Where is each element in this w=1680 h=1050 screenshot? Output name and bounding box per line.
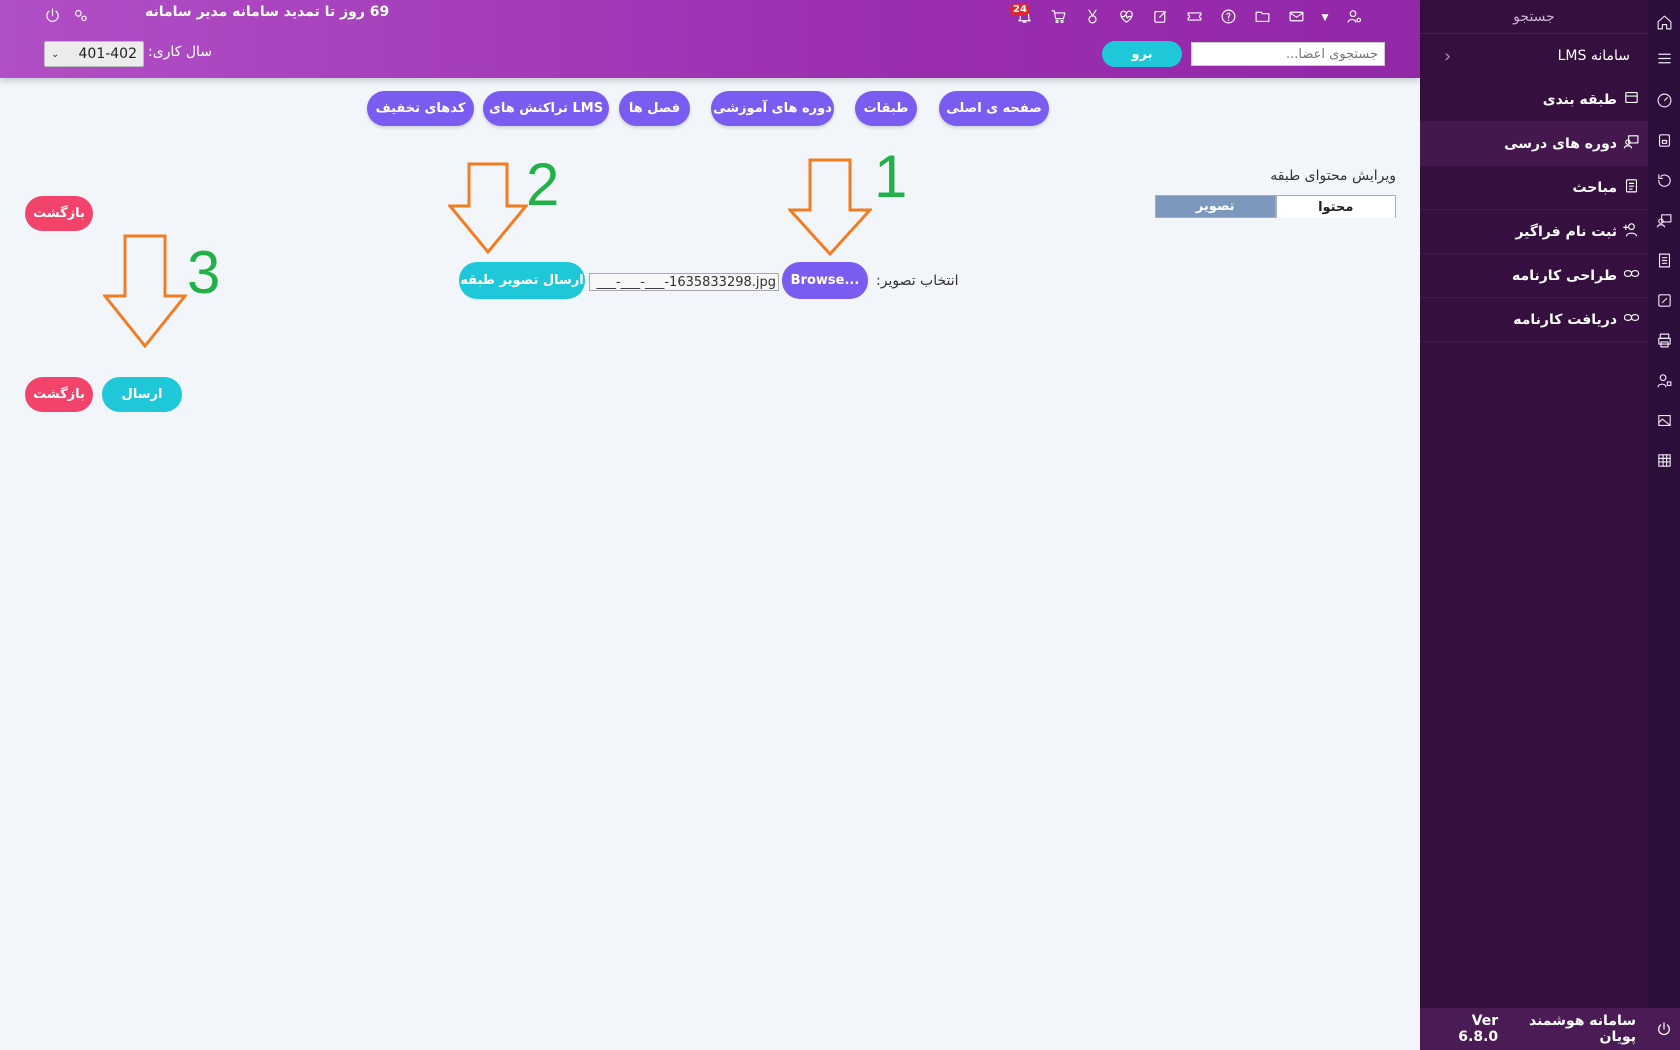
sidebar-item-label: دوره های درسی [1504,135,1617,152]
back-button-top[interactable]: بازگشت [25,196,93,231]
home-icon[interactable] [1654,12,1674,32]
sidebar-item-topics[interactable]: مباحث [1420,166,1648,210]
link-icon [1623,309,1640,330]
year-label: سال کاری: [148,44,212,60]
selected-file-name: ___-___-___-1635833298.jpg [589,273,779,291]
submit-button[interactable]: ارسال [102,377,182,412]
annotation-arrow-2 [448,162,528,254]
annotation-arrow-1 [788,158,872,256]
teacher-icon [1623,133,1640,154]
tab-image[interactable]: تصویر [1155,195,1276,218]
sidebar-item-label: دریافت کارنامه [1513,311,1617,328]
medal-icon[interactable] [1082,6,1102,26]
renewal-notice: 69 روز تا تمدید سامانه مدیر سامانه [145,4,390,20]
sidebar-title: سامانه LMS [1557,48,1630,64]
icon-rail [1648,0,1680,1050]
go-button[interactable]: برو [1102,41,1182,67]
header-icon-bar: 24 ▼ [1010,3,1364,26]
sidebar-item-report-receive[interactable]: دریافت کارنامه [1420,298,1648,342]
sidebar-footer: سامانه هوشمند پویان Ver 6.8.0 [1420,1008,1648,1050]
nav-courses-button[interactable]: دوره های آموزشی [711,91,834,126]
browse-button[interactable]: Browse... [782,262,868,299]
save-icon[interactable] [1654,130,1674,150]
mail-icon[interactable] [1286,6,1306,26]
nav-floors-button[interactable]: طبقات [855,91,917,126]
user-lock-icon[interactable] [1654,370,1674,390]
footer-version: Ver 6.8.0 [1458,1013,1499,1045]
folder-icon[interactable] [1252,6,1272,26]
power-icon[interactable] [44,7,61,28]
page-title: ویرایش محتوای طبقه [1270,168,1396,184]
box-icon [1623,89,1640,110]
sidebar-item-label: مباحث [1572,179,1617,196]
cart-icon[interactable] [1048,6,1068,26]
user-plus-icon [1623,221,1640,242]
nav-chapters-button[interactable]: فصل ها [619,91,690,126]
sidebar: جستجو سامانه LMS ‹ طبقه بندی دوره های در… [1420,0,1648,1050]
file-select-label: انتخاب تصویر: [876,273,959,289]
ticket-icon[interactable] [1184,6,1204,26]
bell-icon[interactable]: 24 [1010,3,1034,26]
image-icon[interactable] [1654,410,1674,430]
help-icon[interactable] [1218,6,1238,26]
clipboard-icon [1623,177,1640,198]
footer-app-name: سامانه هوشمند پویان [1528,1013,1636,1045]
tab-content[interactable]: محتوا [1275,195,1396,218]
chevron-down-icon[interactable]: ▼ [1321,13,1329,23]
sidebar-item-label: طراحی کارنامه [1512,267,1617,284]
nav-discounts-button[interactable]: کدهای تخفیف [367,91,474,126]
notification-badge: 24 [1010,3,1030,16]
member-search-input[interactable] [1191,42,1385,66]
table-icon[interactable] [1654,450,1674,470]
chevron-left-icon[interactable]: ‹ [1444,45,1452,67]
nav-home-button[interactable]: صفحه ی اصلی [939,91,1049,126]
nav-transactions-button[interactable]: تراکنش های LMS [483,91,609,126]
sidebar-item-report-design[interactable]: طراحی کارنامه [1420,254,1648,298]
annotation-number-1: 1 [874,143,908,210]
sidebar-item-learner-registration[interactable]: ثبت نام فراگیر [1420,210,1648,254]
annotation-arrow-3 [103,234,187,348]
heartbeat-icon[interactable] [1116,6,1136,26]
sidebar-search[interactable]: جستجو [1420,0,1648,34]
chevron-down-icon: ⌄ [51,48,60,60]
upload-image-button[interactable]: ارسال تصویر طبقه [459,262,585,299]
sidebar-item-label: طبقه بندی [1542,91,1617,108]
sidebar-header: سامانه LMS ‹ [1420,34,1648,78]
logout-icon[interactable] [1648,1008,1680,1050]
sidebar-item-courses[interactable]: دوره های درسی [1420,122,1648,166]
sidebar-item-label: ثبت نام فراگیر [1515,223,1617,240]
year-select[interactable]: ⌄ 401-402 [44,41,144,67]
user-settings-icon[interactable] [1344,6,1364,26]
sidebar-item-categorization[interactable]: طبقه بندی [1420,78,1648,122]
year-select-value: 401-402 [78,46,138,62]
link-icon [1623,265,1640,286]
print-icon[interactable] [1654,330,1674,350]
back-button[interactable]: بازگشت [25,377,93,412]
undo-icon[interactable] [1654,170,1674,190]
tab-bar: تصویر محتوا [1155,195,1396,218]
menu-icon[interactable] [1654,48,1674,68]
pencil-square-icon[interactable] [1150,6,1170,26]
annotation-number-3: 3 [187,239,221,306]
gears-icon[interactable] [72,7,89,28]
book-icon[interactable] [1654,250,1674,270]
teacher-icon[interactable] [1654,210,1674,230]
top-header: 69 روز تا تمدید سامانه مدیر سامانه 24 [0,0,1420,78]
annotation-number-2: 2 [526,151,560,218]
edit-icon[interactable] [1654,290,1674,310]
gauge-icon[interactable] [1654,90,1674,110]
